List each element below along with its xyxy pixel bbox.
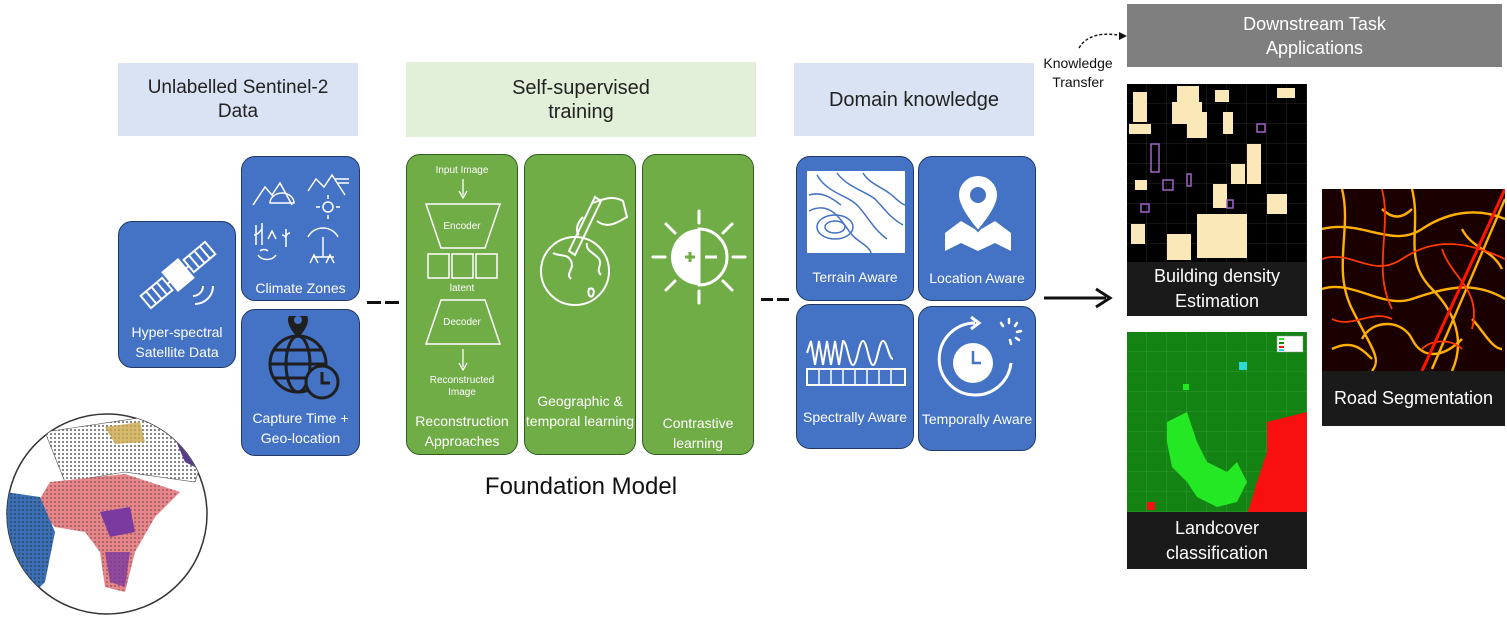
landcover-panel: Landcover classification bbox=[1127, 332, 1307, 569]
card-satellite-data: Hyper-spectral Satellite Data bbox=[118, 221, 236, 368]
road-segmentation-image bbox=[1322, 189, 1505, 372]
latent-label: latent bbox=[449, 283, 475, 294]
terrain-aware-label: Terrain Aware bbox=[812, 269, 898, 285]
capture-time-label: Capture Time + Geo-location bbox=[252, 410, 349, 446]
globe-clock-icon bbox=[268, 316, 340, 400]
reconstructed-image-label: Reconstructed Image bbox=[429, 375, 495, 398]
right-arrow-icon bbox=[1044, 287, 1113, 309]
header-domain-knowledge: Domain knowledge bbox=[794, 63, 1034, 136]
header-downstream: Downstream Task Applications bbox=[1127, 4, 1502, 67]
card-temporally-aware: Temporally Aware bbox=[918, 306, 1036, 451]
connector-dash bbox=[761, 298, 773, 301]
foundation-model-label: Foundation Model bbox=[484, 473, 678, 500]
building-density-image bbox=[1127, 84, 1307, 264]
spectrally-aware-label: Spectrally Aware bbox=[802, 409, 907, 425]
card-spectrally-aware: Spectrally Aware bbox=[796, 304, 914, 449]
landcover-caption: Landcover classification bbox=[1127, 512, 1307, 569]
header-downstream-label: Downstream Task Applications bbox=[1243, 13, 1386, 58]
encoder-label: Encoder bbox=[443, 221, 481, 232]
hand-drawing-earth-icon bbox=[540, 195, 629, 306]
reconstruction-label: Reconstruction Approaches bbox=[415, 413, 509, 449]
contrast-sun-icon bbox=[651, 209, 747, 305]
road-segmentation-caption: Road Segmentation bbox=[1322, 371, 1505, 426]
encoder-shape bbox=[425, 203, 501, 249]
card-climate-zones: Climate Zones bbox=[241, 156, 360, 301]
clock-cycle-icon bbox=[937, 315, 1023, 397]
location-aware-label: Location Aware bbox=[929, 270, 1025, 286]
knowledge-transfer-label: Knowledge Transfer bbox=[1043, 55, 1113, 90]
building-density-panel: Building density Estimation bbox=[1127, 84, 1307, 316]
satellite-data-label: Hyper-spectral Satellite Data bbox=[131, 324, 223, 360]
map-pin-icon bbox=[945, 173, 1011, 251]
waveform-icon bbox=[806, 339, 906, 386]
header-self-supervised-label: Self-supervised training bbox=[512, 76, 650, 123]
header-unlabelled-data: Unlabelled Sentinel-2 Data bbox=[118, 63, 358, 136]
card-contrastive: Contrastive learning bbox=[642, 154, 754, 455]
knowledge-transfer-arrow bbox=[1078, 32, 1127, 49]
card-capture-time: Capture Time + Geo-location bbox=[241, 309, 360, 456]
climate-zones-label: Climate Zones bbox=[255, 280, 346, 296]
card-reconstruction: Input Image Encoder latent Decoder Recon… bbox=[406, 154, 518, 455]
contrastive-label: Contrastive learning bbox=[662, 415, 734, 451]
decoder-label: Decoder bbox=[443, 317, 481, 328]
latent-blocks bbox=[427, 253, 498, 279]
landcover-image bbox=[1127, 332, 1307, 515]
down-arrow-icon bbox=[458, 179, 468, 199]
building-density-caption: Building density Estimation bbox=[1127, 262, 1307, 316]
down-arrow-icon bbox=[458, 349, 468, 371]
road-segmentation-panel: Road Segmentation bbox=[1322, 189, 1505, 426]
header-self-supervised: Self-supervised training bbox=[406, 62, 756, 137]
temporally-aware-label: Temporally Aware bbox=[921, 411, 1033, 427]
earth-globe-image bbox=[6, 413, 208, 615]
decoder-shape bbox=[425, 299, 501, 345]
connector-dash bbox=[777, 298, 789, 301]
geographic-temporal-label: Geographic & temporal learning bbox=[525, 393, 635, 429]
header-unlabelled-label: Unlabelled Sentinel-2 Data bbox=[147, 76, 329, 122]
contour-map-icon bbox=[807, 171, 905, 253]
connector-dash bbox=[385, 301, 399, 304]
card-terrain-aware: Terrain Aware bbox=[796, 156, 914, 301]
input-image-label: Input Image bbox=[435, 165, 489, 176]
climate-zones-icon bbox=[252, 173, 349, 264]
connector-dash bbox=[367, 301, 381, 304]
card-geographic-temporal: Geographic & temporal learning bbox=[524, 154, 636, 455]
satellite-icon bbox=[139, 240, 217, 310]
header-domain-knowledge-label: Domain knowledge bbox=[828, 88, 1000, 111]
card-location-aware: Location Aware bbox=[918, 156, 1036, 301]
